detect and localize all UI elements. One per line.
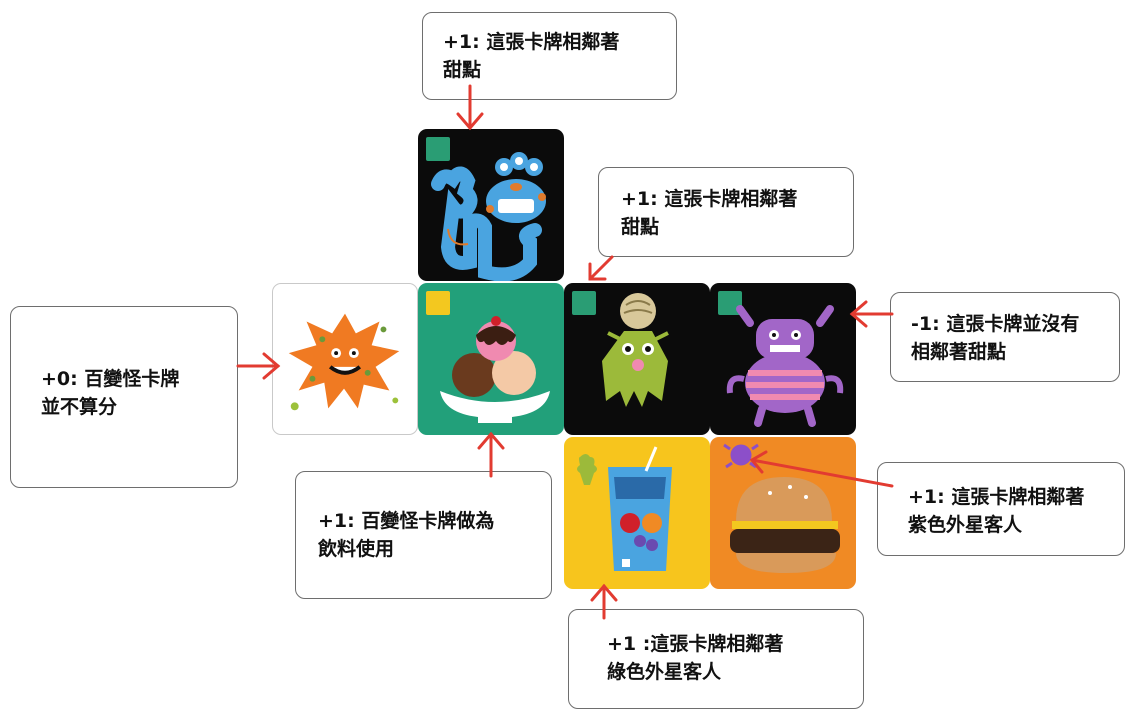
callout-mid-top: +1: 這張卡牌相鄰著 甜點 xyxy=(598,167,854,257)
card-drink xyxy=(564,437,710,589)
purple-alien-illustration xyxy=(726,305,844,427)
card-ice-cream xyxy=(418,283,564,435)
burger-illustration xyxy=(723,443,840,573)
callout-bottom-right: +1: 這張卡牌相鄰著 紫色外星客人 xyxy=(877,462,1125,556)
category-marker xyxy=(572,291,596,315)
card-purple-alien xyxy=(710,283,856,435)
blue-alien-illustration xyxy=(431,152,546,281)
arrow-bottom-left xyxy=(477,431,505,478)
callout-top: +1: 這張卡牌相鄰著 甜點 xyxy=(422,12,677,100)
callout-left: +0: 百變怪卡牌 並不算分 xyxy=(10,306,238,488)
callout-bottom: +1 :這張卡牌相鄰著 綠色外星客人 xyxy=(568,609,864,709)
card-shapeshifter xyxy=(272,283,418,435)
card-blue-alien xyxy=(418,129,564,281)
card-green-alien xyxy=(564,283,710,435)
callout-bottom-left: +1: 百變怪卡牌做為 飲料使用 xyxy=(295,471,552,599)
category-marker xyxy=(426,137,450,161)
callout-right: -1: 這張卡牌並沒有 相鄰著甜點 xyxy=(890,292,1120,382)
green-alien-illustration xyxy=(602,293,669,407)
drink-illustration xyxy=(577,446,672,571)
card-burger xyxy=(710,437,856,589)
arrow-right xyxy=(849,300,894,328)
category-marker xyxy=(426,291,450,315)
ice-cream-illustration xyxy=(440,316,550,423)
arrow-mid-top xyxy=(588,255,614,281)
shapeshifter-illustration xyxy=(288,313,400,411)
